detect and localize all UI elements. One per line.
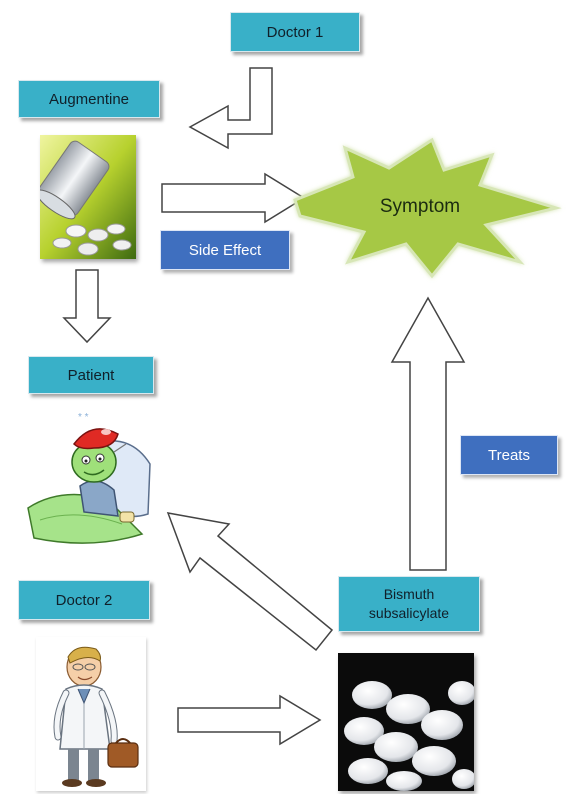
arrow-bismuth-to-symptom bbox=[390, 296, 466, 571]
bismuth-label-line2: subsalicylate bbox=[368, 605, 450, 621]
patient-label: Patient bbox=[28, 356, 154, 394]
doctor-image bbox=[36, 637, 146, 791]
arrow-augmentine-to-patient bbox=[62, 269, 112, 344]
doctor2-label: Doctor 2 bbox=[18, 580, 150, 620]
doctor1-label: Doctor 1 bbox=[230, 12, 360, 52]
augmentine-label: Augmentine bbox=[18, 80, 160, 118]
treats-label: Treats bbox=[460, 435, 558, 475]
arrow-doctor2-to-bismuth bbox=[177, 694, 322, 746]
side-effect-label: Side Effect bbox=[160, 230, 290, 270]
svg-text:* *: * * bbox=[78, 412, 89, 423]
symptom-label: Symptom bbox=[379, 196, 461, 217]
sick-patient-image: * * bbox=[22, 404, 156, 558]
starburst-shape bbox=[293, 137, 562, 279]
arrow-augmentine-to-symptom bbox=[161, 172, 306, 224]
bismuth-label: Bismuth subsalicylate bbox=[338, 576, 480, 632]
bismuth-tablets-image bbox=[338, 653, 474, 791]
arrow-bismuth-to-patient bbox=[166, 512, 334, 652]
bent-arrow-doctor1-to-augmentine bbox=[188, 67, 273, 150]
bismuth-label-line1: Bismuth bbox=[383, 586, 435, 602]
augmentine-pills-image bbox=[40, 135, 136, 259]
